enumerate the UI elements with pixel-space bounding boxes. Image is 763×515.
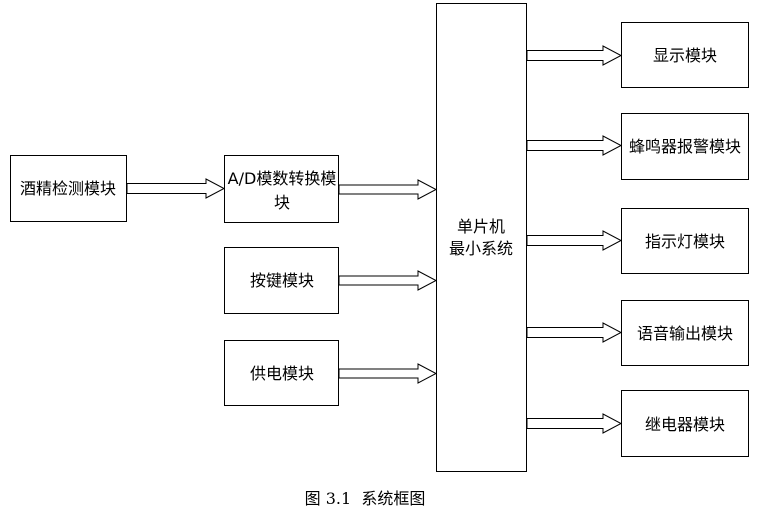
buzzer-alarm-module: 蜂鸣器报警模块 (621, 113, 749, 180)
voice-output-module: 语音输出模块 (621, 300, 749, 366)
button-module: 按键模块 (224, 247, 339, 314)
relay-module: 继电器模块 (621, 390, 749, 457)
power-supply-label: 供电模块 (250, 364, 314, 383)
button-module-label: 按键模块 (250, 271, 314, 290)
display-module-label: 显示模块 (653, 46, 717, 65)
relay-module-label: 继电器模块 (645, 415, 725, 434)
arrow-mcu-to-voice (526, 322, 623, 343)
display-module: 显示模块 (621, 22, 749, 88)
arrow-mcu-to-buzzer (526, 135, 623, 156)
arrow-power-to-mcu (338, 363, 438, 384)
arrow-alcohol-to-ad (126, 178, 226, 199)
ad-conversion-label-line1: A/D模数转换模 (228, 169, 337, 188)
mcu-label-line2: 最小系统 (449, 239, 513, 258)
arrow-ad-to-mcu (338, 179, 438, 200)
buzzer-alarm-label: 蜂鸣器报警模块 (629, 137, 741, 156)
indicator-light-module: 指示灯模块 (621, 208, 749, 274)
power-supply-module: 供电模块 (224, 340, 339, 406)
arrow-button-to-mcu (338, 270, 438, 291)
ad-conversion-label-line2: 块 (274, 193, 290, 212)
mcu-label-line1: 单片机 (457, 217, 505, 236)
figure-caption: 图 3.1 系统框图 (305, 489, 426, 508)
mcu-minimum-system: 单片机 最小系统 (436, 3, 527, 472)
alcohol-detection-label: 酒精检测模块 (20, 179, 116, 198)
alcohol-detection-module: 酒精检测模块 (10, 155, 127, 222)
indicator-light-label: 指示灯模块 (645, 232, 725, 251)
arrow-mcu-to-relay (526, 413, 623, 434)
arrow-mcu-to-indicator (526, 230, 623, 251)
voice-output-label: 语音输出模块 (637, 324, 733, 343)
ad-conversion-module: A/D模数转换模 块 (224, 155, 339, 223)
arrow-mcu-to-display (526, 45, 623, 66)
